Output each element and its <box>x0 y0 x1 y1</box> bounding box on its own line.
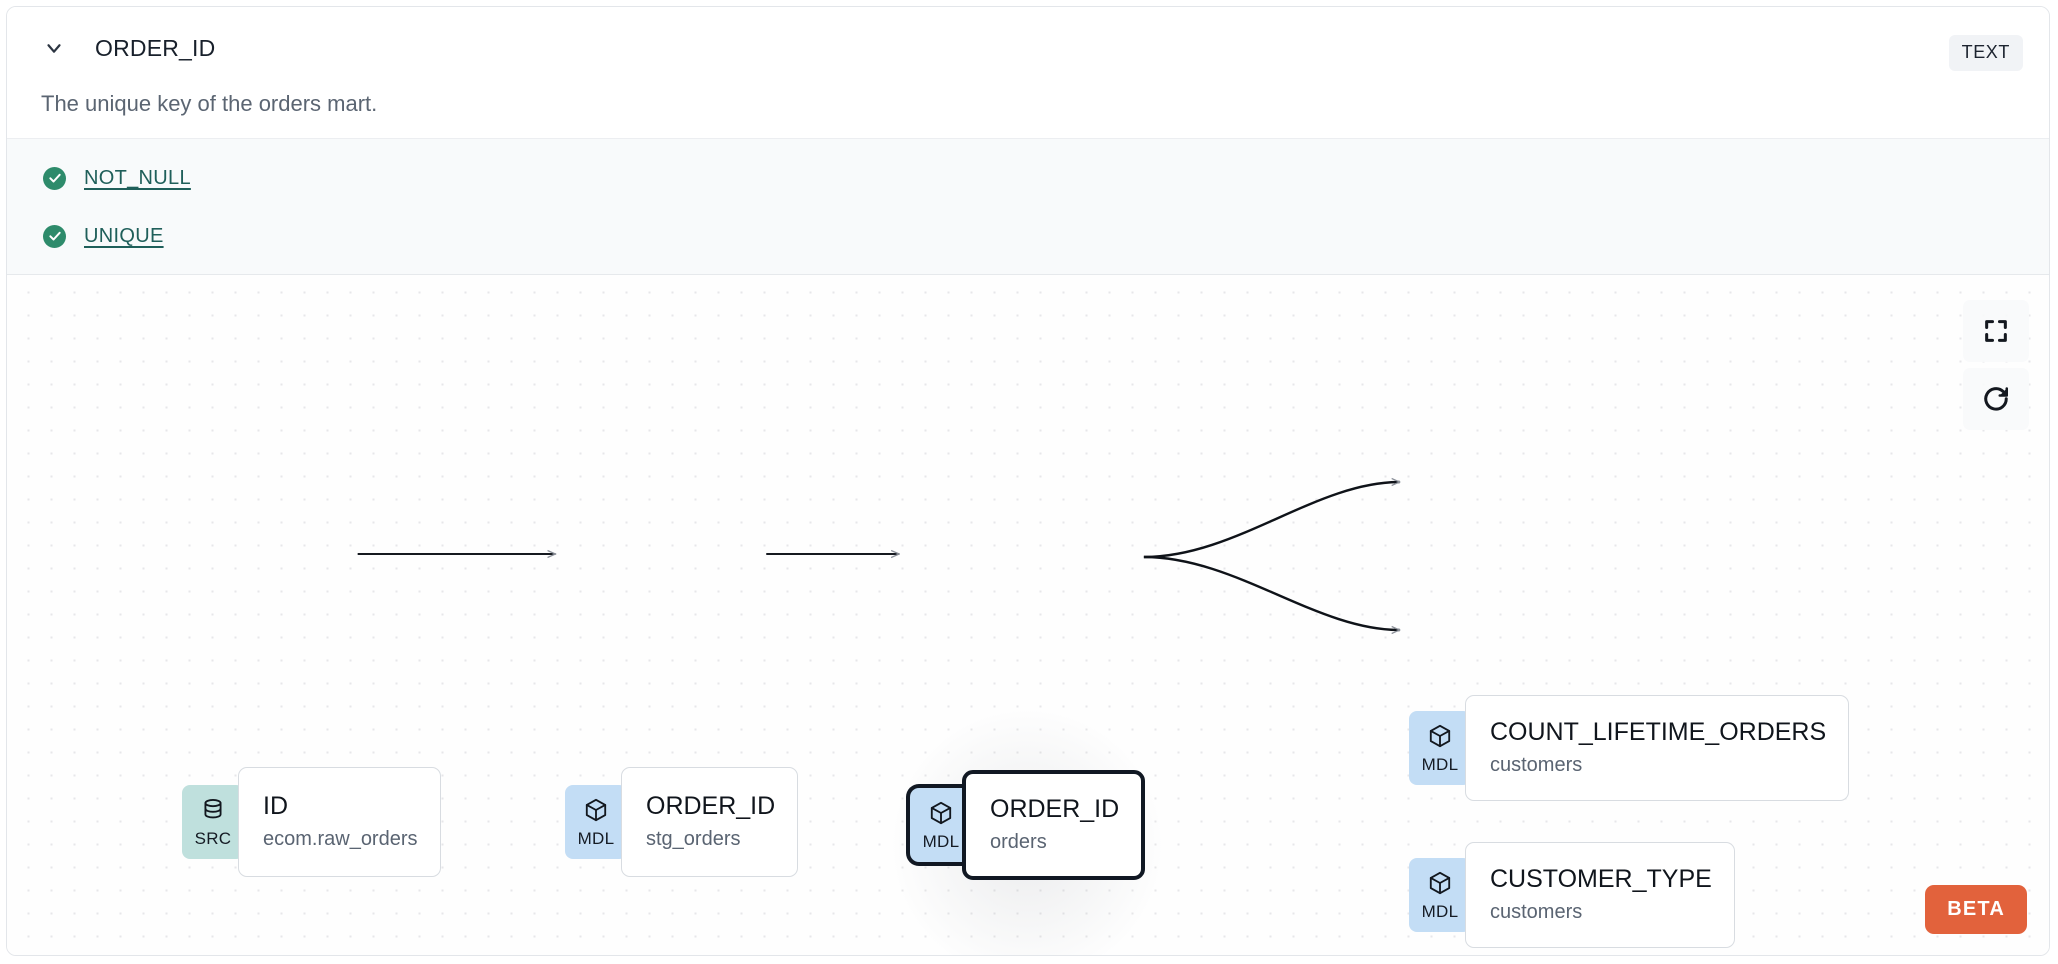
node-subtitle: stg_orders <box>646 827 741 850</box>
test-link-unique[interactable]: UNIQUE <box>84 224 164 247</box>
chevron-down-icon[interactable] <box>41 35 67 61</box>
node-kind-badge-mdl: MDL <box>1409 711 1471 785</box>
node-subtitle: ecom.raw_orders <box>263 827 418 850</box>
lineage-node-src-id[interactable]: SRC ID ecom.raw_orders <box>182 767 441 877</box>
node-kind-badge-mdl: MDL <box>565 785 627 859</box>
column-title-row: ORDER_ID <box>41 33 215 63</box>
refresh-icon[interactable] <box>1963 368 2029 430</box>
cube-icon <box>1427 723 1453 754</box>
edge-orders-order-id-to-customer-type <box>1143 555 1400 630</box>
node-kind-label: MDL <box>577 829 615 848</box>
page-title: ORDER_ID <box>95 34 216 61</box>
lineage-node-orders-order-id[interactable]: MDL ORDER_ID orders <box>910 770 1146 880</box>
check-circle-icon <box>43 166 66 190</box>
lineage-canvas[interactable]: SRC ID ecom.raw_orders MDL ORDE <box>7 275 2049 955</box>
node-kind-label: SRC <box>194 829 232 848</box>
lineage-node-count-lifetime-orders[interactable]: MDL COUNT_LIFETIME_ORDERS customers <box>1409 695 1850 801</box>
check-circle-icon <box>43 224 66 248</box>
test-item-unique: UNIQUE <box>43 221 164 251</box>
node-kind-badge-src: SRC <box>182 785 244 859</box>
lineage-node-stg-order-id[interactable]: MDL ORDER_ID stg_orders <box>565 767 799 877</box>
node-kind-badge-mdl: MDL <box>910 788 972 862</box>
cube-icon <box>928 800 954 831</box>
node-kind-badge-mdl: MDL <box>1409 858 1471 932</box>
node-name: ORDER_ID <box>646 792 776 821</box>
node-name: CUSTOMER_TYPE <box>1490 865 1712 894</box>
data-type-badge[interactable]: TEXT <box>1948 35 2023 71</box>
node-kind-label: MDL <box>1421 755 1459 774</box>
lineage-node-customer-type[interactable]: MDL CUSTOMER_TYPE customers <box>1409 842 1735 948</box>
node-kind-label: MDL <box>922 832 960 851</box>
test-link-not-null[interactable]: NOT_NULL <box>84 166 191 189</box>
database-icon <box>200 797 226 828</box>
column-detail-card: ORDER_ID The unique key of the orders ma… <box>6 6 2050 956</box>
edge-orders-order-id-to-count-lifetime-orders <box>1143 482 1400 559</box>
column-header: ORDER_ID The unique key of the orders ma… <box>7 7 2049 138</box>
column-description: The unique key of the orders mart. <box>41 91 378 116</box>
node-name: ORDER_ID <box>990 795 1120 824</box>
node-subtitle: customers <box>1490 900 1583 923</box>
cube-icon <box>1427 870 1453 901</box>
test-item-not-null: NOT_NULL <box>43 163 191 193</box>
beta-badge[interactable]: BETA <box>1925 885 2027 934</box>
node-body: CUSTOMER_TYPE customers <box>1465 842 1735 948</box>
node-subtitle: orders <box>990 830 1047 853</box>
node-name: COUNT_LIFETIME_ORDERS <box>1490 718 1827 747</box>
node-body: ORDER_ID orders <box>962 770 1146 880</box>
canvas-controls <box>1963 300 2029 430</box>
node-body: ID ecom.raw_orders <box>238 767 441 877</box>
node-name: ID <box>263 792 288 821</box>
node-body: ORDER_ID stg_orders <box>621 767 799 877</box>
node-body: COUNT_LIFETIME_ORDERS customers <box>1465 695 1850 801</box>
tests-section: NOT_NULL UNIQUE <box>7 138 2049 275</box>
node-subtitle: customers <box>1490 753 1583 776</box>
fit-view-icon[interactable] <box>1963 300 2029 362</box>
cube-icon <box>583 797 609 828</box>
node-kind-label: MDL <box>1421 902 1459 921</box>
